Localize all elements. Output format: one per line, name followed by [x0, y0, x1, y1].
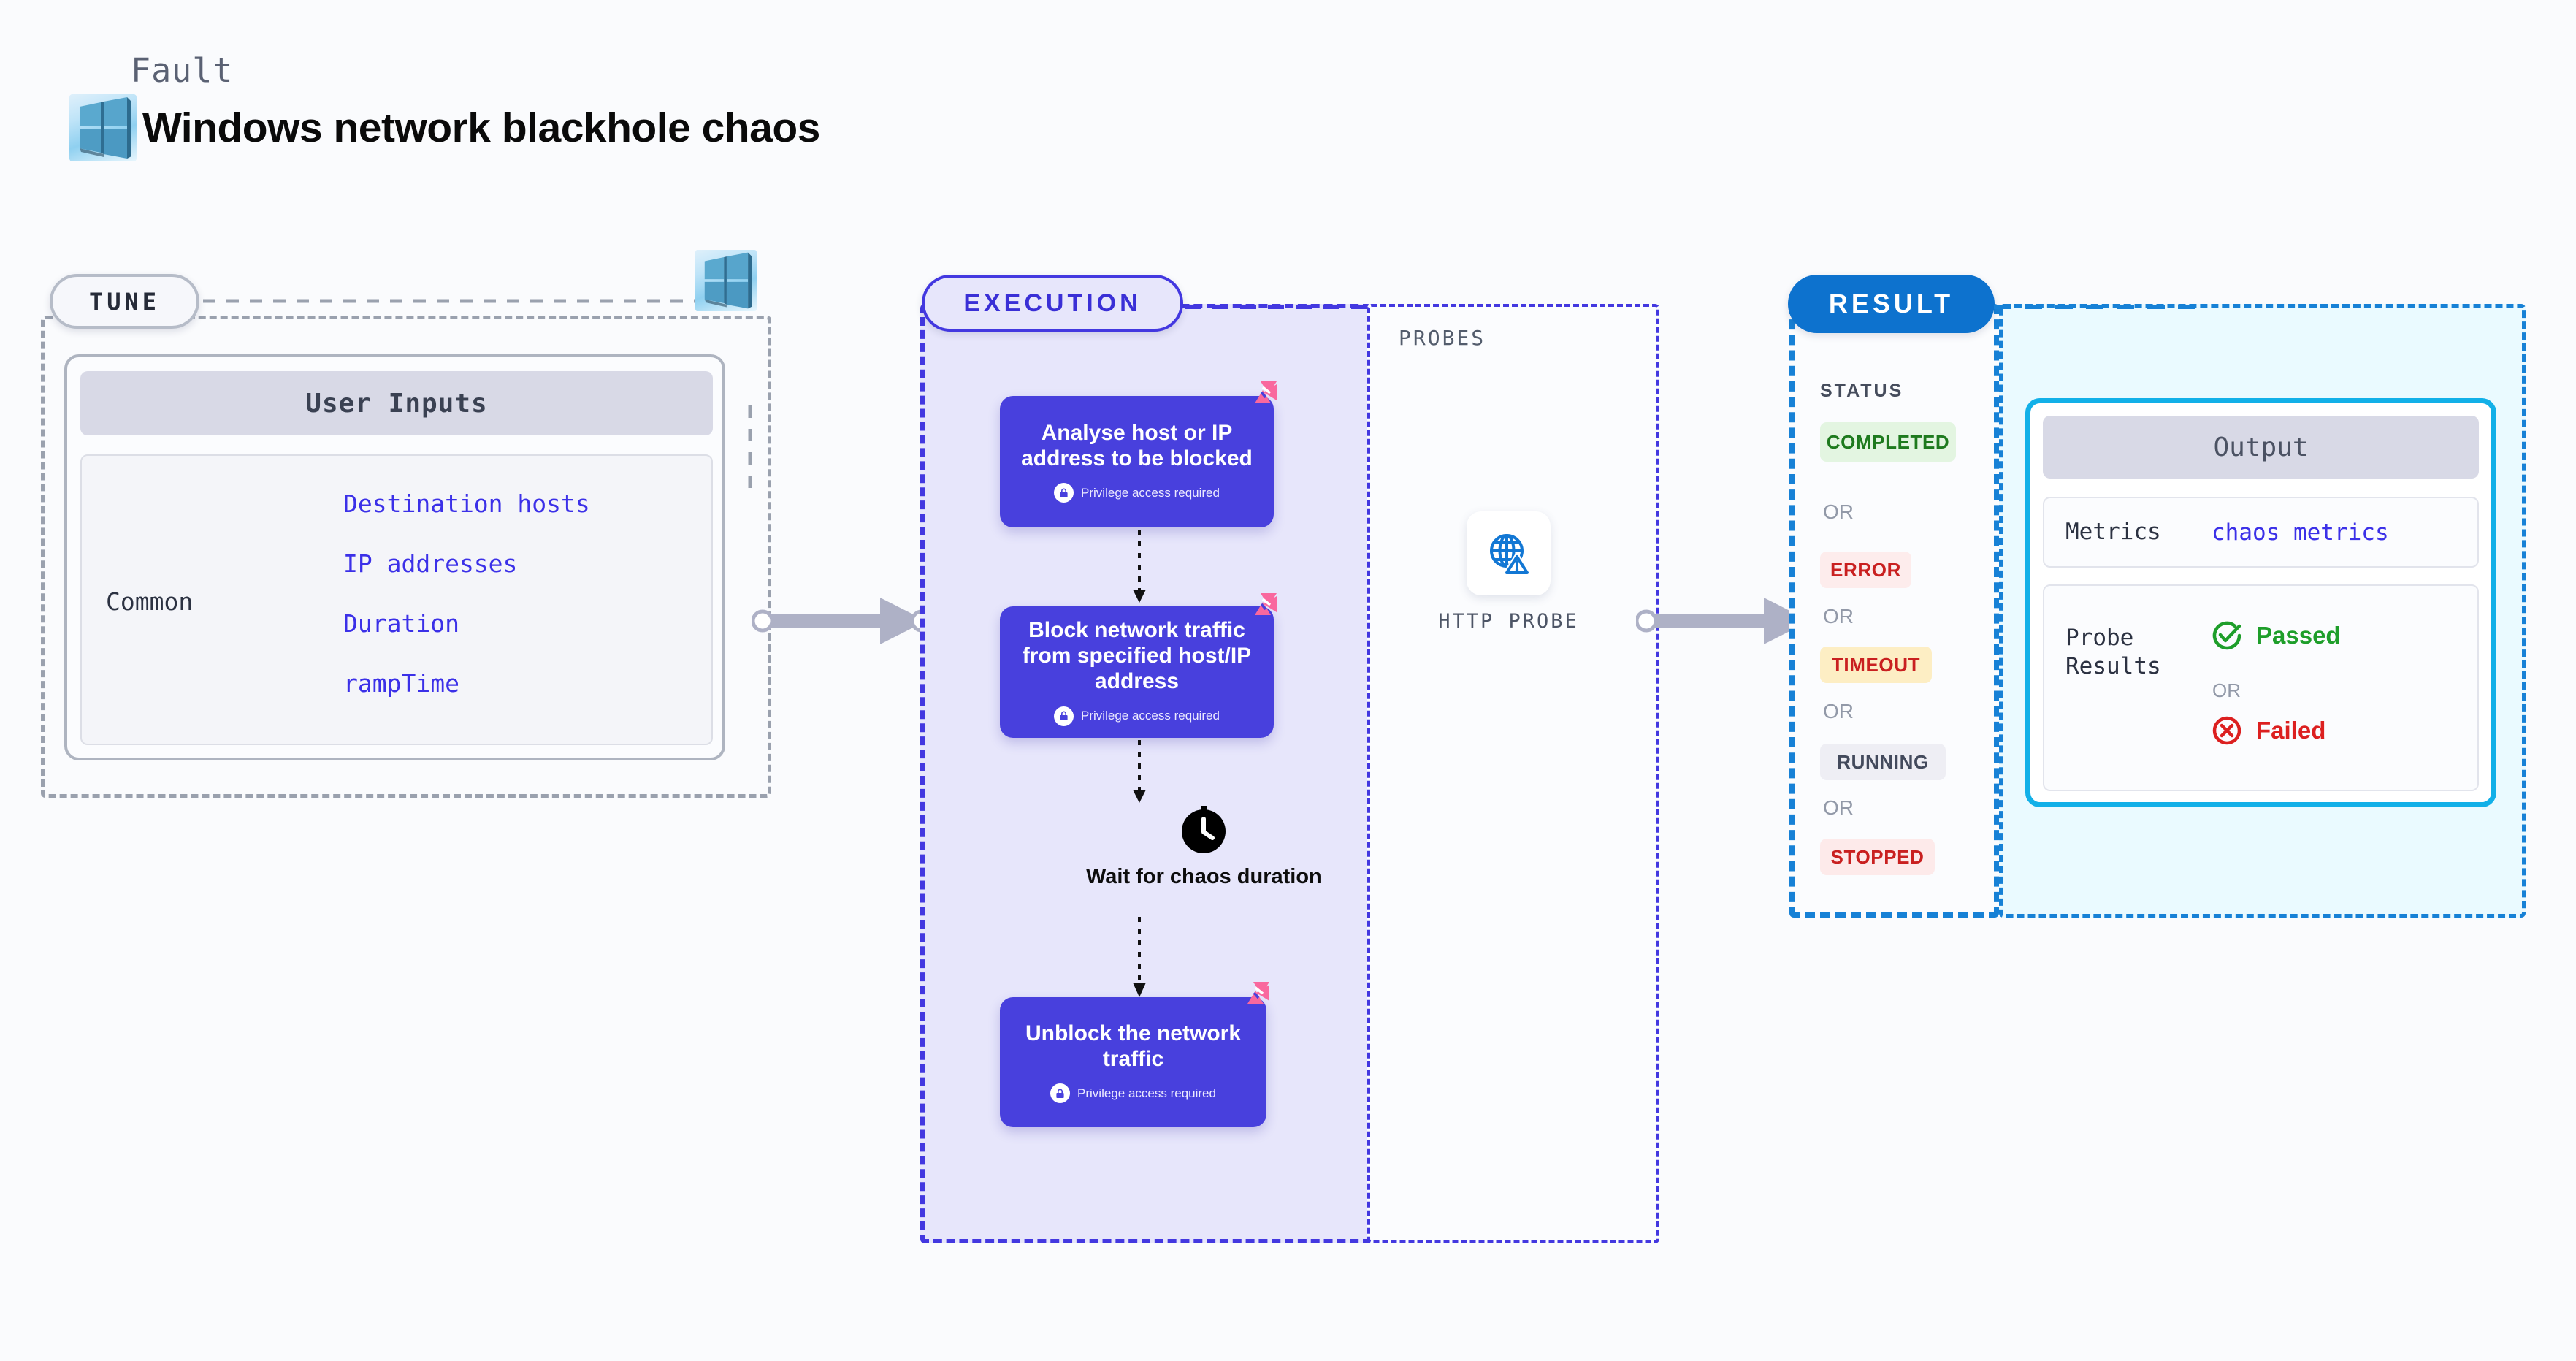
- chaos-pinwheel-icon: [1255, 593, 1277, 615]
- probe-results-row: Probe Results Passed OR Failed: [2043, 584, 2479, 791]
- exec-arrow-3: [1133, 917, 1146, 997]
- status-or-2: OR: [1823, 605, 1854, 628]
- probe-result-failed-label: Failed: [2256, 717, 2326, 744]
- user-inputs-header: User Inputs: [80, 371, 713, 435]
- status-badge-completed: COMPLETED: [1820, 422, 1956, 462]
- tune-to-execution-connector: [752, 598, 931, 644]
- lock-icon: [1054, 483, 1074, 503]
- tune-windows-logo-icon: [695, 250, 757, 311]
- probe-result-or: OR: [2212, 679, 2241, 701]
- check-circle-icon: [2212, 621, 2241, 650]
- node-privilege-text: Privilege access required: [1081, 485, 1220, 500]
- probe-results-label: Probe Results: [2065, 625, 2161, 679]
- globe-warning-icon: [1489, 533, 1531, 576]
- result-status-section-box: [1789, 304, 1999, 918]
- exec-arrow-2: [1133, 740, 1146, 803]
- lock-icon: [1050, 1083, 1071, 1104]
- node-privilege-text: Privilege access required: [1081, 709, 1220, 723]
- output-card-header: Output: [2043, 416, 2479, 479]
- chaos-pinwheel-icon: [1255, 381, 1277, 403]
- execution-node-analyse[interactable]: Analyse host or IP address to be blocked…: [1000, 396, 1274, 527]
- status-or-4: OR: [1823, 796, 1854, 819]
- status-column-label: STATUS: [1820, 381, 1904, 401]
- execution-pill-connector: [1185, 305, 1377, 309]
- probes-section-box: [1367, 304, 1659, 1243]
- execution-node-block-traffic[interactable]: Block network traffic from specified hos…: [1000, 606, 1274, 738]
- page-title-row: Windows network blackhole chaos: [69, 94, 820, 161]
- execution-node-unblock-traffic[interactable]: Unblock the network traffic Privilege ac…: [1000, 997, 1266, 1127]
- fault-kicker-label: Fault: [131, 51, 234, 90]
- tune-section-pill[interactable]: TUNE: [50, 274, 199, 329]
- http-probe-card[interactable]: [1467, 511, 1551, 595]
- http-probe-label: HTTP PROBE: [1438, 610, 1579, 633]
- status-badge-running: RUNNING: [1820, 744, 1946, 780]
- wait-node-label: Wait for chaos duration: [1086, 865, 1322, 888]
- tune-group-label: Common: [106, 587, 194, 616]
- node-privilege-text: Privilege access required: [1077, 1086, 1216, 1100]
- status-badge-stopped: STOPPED: [1820, 839, 1935, 875]
- x-circle-icon: [2212, 716, 2241, 745]
- status-badge-error: ERROR: [1820, 552, 1911, 588]
- tune-section-box: [41, 316, 771, 798]
- page-title: Windows network blackhole chaos: [142, 104, 820, 151]
- tune-param-item[interactable]: rampTime: [343, 669, 459, 698]
- probe-result-passed-label: Passed: [2256, 622, 2341, 649]
- exec-arrow-1: [1133, 530, 1146, 603]
- node-title: Unblock the network traffic: [1025, 1021, 1242, 1071]
- node-privilege-row: Privilege access required: [1054, 706, 1220, 726]
- page-header: Fault Windows network blackhole: [69, 51, 820, 161]
- clock-icon: [1182, 806, 1226, 853]
- tune-param-item[interactable]: Duration: [343, 609, 459, 638]
- node-privilege-row: Privilege access required: [1054, 483, 1220, 503]
- probes-section-label: PROBES: [1399, 326, 1486, 350]
- tune-parameters-panel: [80, 454, 713, 745]
- windows-logo-icon: [69, 94, 137, 161]
- probe-result-passed: Passed: [2211, 619, 2341, 652]
- metrics-label: Metrics: [2065, 519, 2161, 546]
- probe-result-failed: Failed: [2211, 714, 2325, 747]
- node-privilege-row: Privilege access required: [1050, 1083, 1216, 1104]
- chaos-pinwheel-icon: [1247, 982, 1269, 1004]
- tune-param-item[interactable]: IP addresses: [343, 549, 518, 578]
- status-or-1: OR: [1823, 500, 1854, 523]
- result-section-pill[interactable]: RESULT: [1788, 275, 1995, 333]
- tune-param-item[interactable]: Destination hosts: [343, 489, 590, 518]
- status-or-3: OR: [1823, 700, 1854, 723]
- node-title: Block network traffic from specified hos…: [1022, 618, 1252, 693]
- tune-parameter-list: Destination hosts IP addresses Duration …: [343, 489, 590, 729]
- execution-wait-node[interactable]: Wait for chaos duration: [1086, 806, 1322, 890]
- probes-to-result-connector: [1636, 598, 1815, 644]
- metrics-value[interactable]: chaos metrics: [2212, 519, 2389, 546]
- metrics-row: Metrics chaos metrics: [2043, 497, 2479, 568]
- lock-icon: [1054, 706, 1074, 726]
- tune-logo-connector: [203, 299, 752, 497]
- execution-section-pill[interactable]: EXECUTION: [922, 275, 1183, 332]
- status-badge-timeout: TIMEOUT: [1820, 647, 1932, 683]
- result-pill-connector: [1994, 305, 2203, 309]
- node-title: Analyse host or IP address to be blocked: [1021, 420, 1253, 470]
